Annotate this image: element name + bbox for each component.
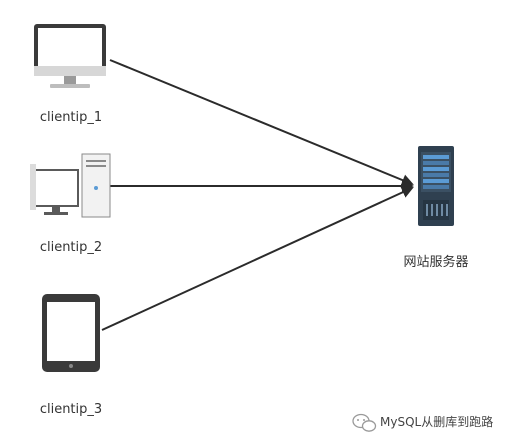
server-node: 网站服务器 <box>403 146 469 270</box>
watermark-text: MySQL从删库到跑路 <box>380 414 493 429</box>
client2-label: clientip_2 <box>40 240 102 255</box>
client-node-3: clientip_3 <box>40 294 102 417</box>
client-node-1: clientip_1 <box>34 24 106 125</box>
client-node-2: clientip_2 <box>30 153 111 255</box>
edge-client3-to-server <box>101 186 414 331</box>
desktop-tower-computer-icon <box>30 153 111 218</box>
edge-client1-to-server <box>109 59 414 186</box>
desktop-monitor-icon <box>34 24 106 88</box>
watermark: MySQL从删库到跑路 <box>352 413 493 432</box>
client1-label: clientip_1 <box>40 110 102 125</box>
tablet-icon <box>42 294 100 372</box>
edges <box>101 59 414 331</box>
wechat-icon <box>352 413 377 432</box>
server-label: 网站服务器 <box>403 254 468 270</box>
server-rack-icon <box>418 146 454 226</box>
client3-label: clientip_3 <box>40 402 102 417</box>
